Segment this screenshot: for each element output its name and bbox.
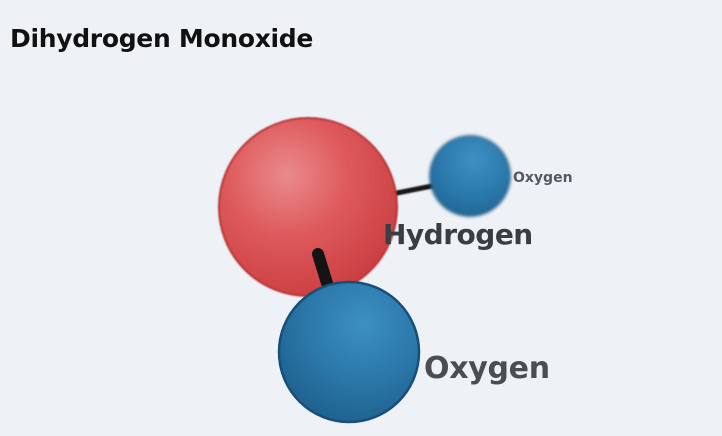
hydrogen-atom	[218, 117, 398, 297]
large-oxygen-label: Oxygen	[424, 351, 550, 386]
page-title: Dihydrogen Monoxide	[10, 24, 314, 53]
small-oxygen-label: Oxygen	[513, 170, 573, 186]
large-oxygen-atom	[277, 280, 421, 424]
hydrogen-label: Hydrogen	[383, 218, 533, 251]
small-oxygen-atom	[429, 135, 511, 217]
